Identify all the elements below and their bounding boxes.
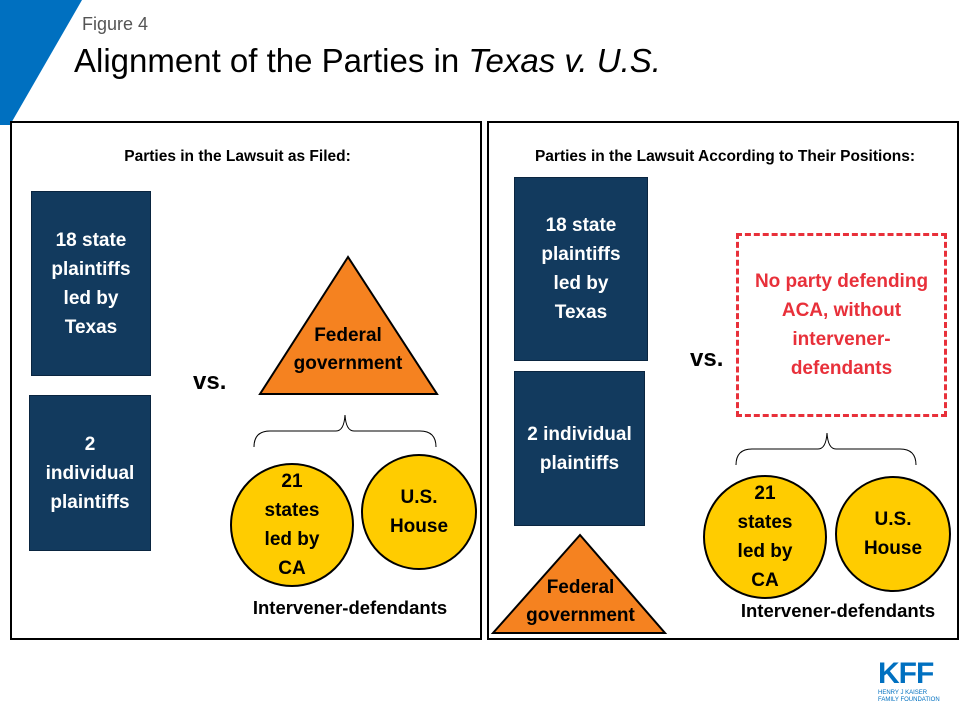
left-individual-plaintiffs: 2 individual plaintiffs xyxy=(29,395,151,551)
kff-logo-line2: FAMILY FOUNDATION xyxy=(878,697,940,703)
right-circle-us-house: U.S. House xyxy=(835,476,951,592)
kff-logo-mark: KFF xyxy=(878,657,934,690)
right-state-plaintiffs: 18 state plaintiffs led by Texas xyxy=(514,177,648,361)
right-individual-plaintiffs: 2 individual plaintiffs xyxy=(514,371,645,526)
left-circle-us-house: U.S. House xyxy=(361,454,477,570)
right-heading: Parties in the Lawsuit According to Thei… xyxy=(534,148,916,165)
no-party-box: No party defending ACA, without interven… xyxy=(736,233,947,417)
left-heading: Parties in the Lawsuit as Filed: xyxy=(124,148,351,165)
left-federal-label: Federal government xyxy=(293,325,403,374)
right-federal-triangle xyxy=(490,533,668,634)
right-intervener-label: Intervener-defendants xyxy=(740,600,936,621)
right-circle-21-states: 21 states led by CA xyxy=(703,475,827,599)
title-case-name: Texas v. U.S. xyxy=(468,42,661,79)
page-title: Alignment of the Parties in Texas v. U.S… xyxy=(74,42,661,80)
kff-logo-line1: HENRY J KAISER xyxy=(878,690,928,696)
left-vs: vs. xyxy=(193,368,227,395)
right-panel xyxy=(487,121,959,640)
title-text: Alignment of the Parties in xyxy=(74,42,469,79)
left-intervener-label: Intervener-defendants xyxy=(252,597,448,618)
right-vs: vs. xyxy=(690,345,724,372)
left-panel xyxy=(10,121,482,640)
left-federal-triangle xyxy=(258,255,439,395)
left-brace xyxy=(253,414,437,448)
kff-logo: KFF HENRY J KAISER FAMILY FOUNDATION xyxy=(878,657,948,704)
left-circle-21-states: 21 states led by CA xyxy=(230,463,354,587)
figure-label: Figure 4 xyxy=(82,14,149,34)
right-federal-label: Federal government xyxy=(526,577,635,626)
corner-accent xyxy=(0,0,82,125)
right-brace xyxy=(735,432,917,466)
left-state-plaintiffs: 18 state plaintiffs led by Texas xyxy=(31,191,151,376)
